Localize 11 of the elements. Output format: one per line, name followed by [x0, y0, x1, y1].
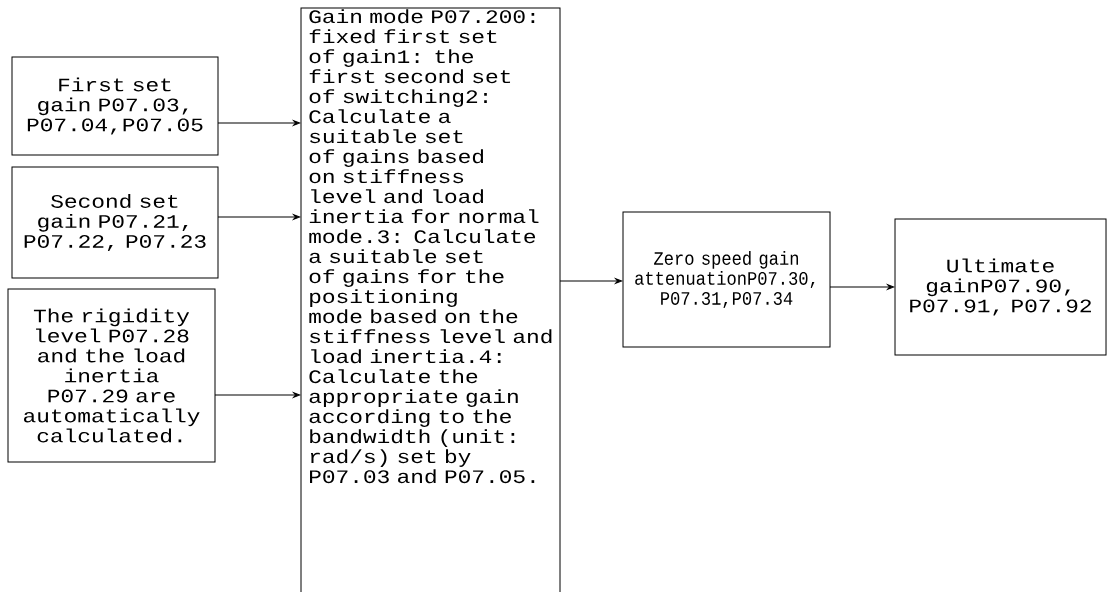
arrow [217, 214, 301, 220]
process-box: Gain mode P07.200: fixed first set of gain1: the first second set of switching2: Calculate a suitable set of gains based on stiffness level and load inertia for normal mode.3: Calculate a suitable set of gains for the positioning mode based on the stiffness level and load inertia.4: Calculate the appropriate gain according to the bandwidth (unit: rad/s) set by P07.03 and P07.05. [300, 7, 561, 592]
arrow [559, 278, 623, 284]
process-box: First set gain P07.03, P07.04,P07.05 [11, 56, 219, 156]
arrow [217, 120, 301, 126]
process-box: Second set gain P07.21, P07.22, P07.23 [11, 166, 219, 279]
arrow [829, 284, 895, 290]
arrow [214, 392, 301, 398]
process-box: Ultimate gainP07.90, P07.91, P07.92 [894, 218, 1107, 356]
process-box: The rigidity level P07.28 and the load inertia P07.29 are automatically calculated. [7, 288, 216, 463]
process-box: Zero speed gain attenuationP07.30, P07.31,P07.34 [622, 211, 831, 348]
